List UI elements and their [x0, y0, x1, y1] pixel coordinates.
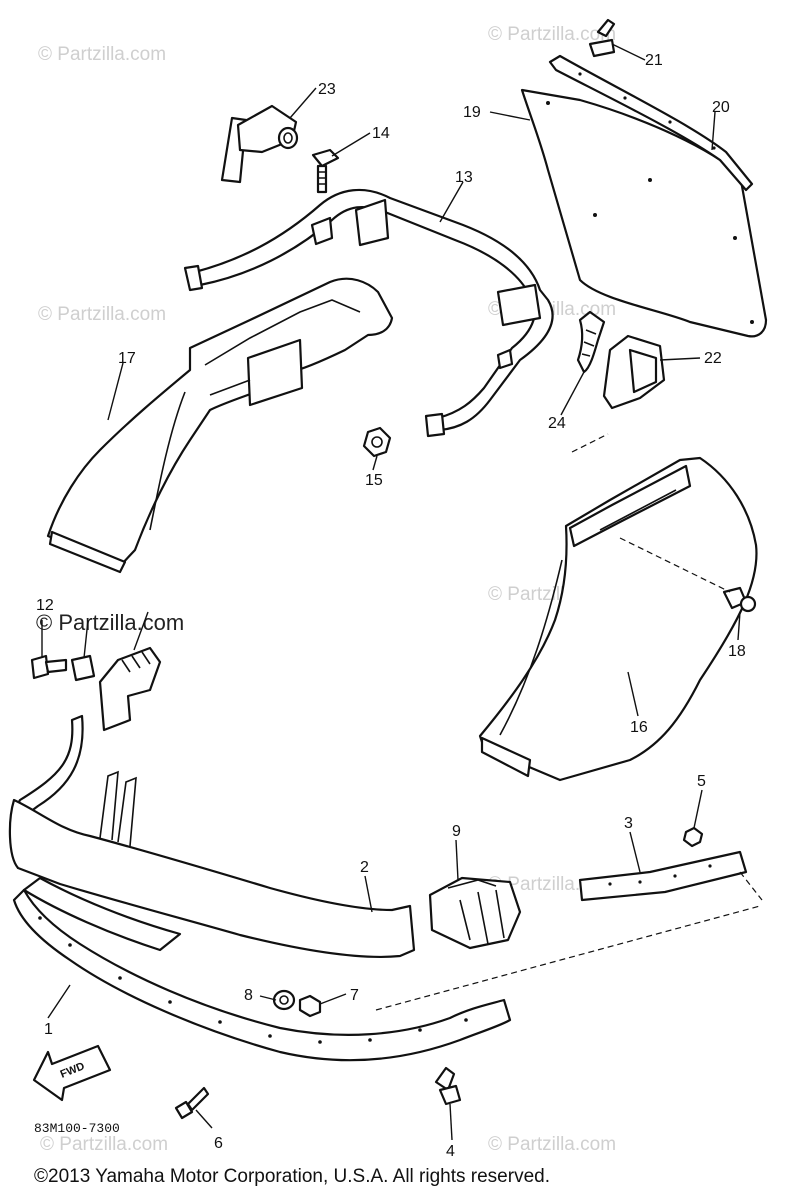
part-22-latch [602, 334, 666, 410]
callouts: 23 14 13 19 20 21 17 15 24 22 18 16 12 2… [36, 52, 746, 1160]
part-2-bumper-rail [8, 714, 416, 958]
part-24-clip [576, 310, 606, 374]
callout-7: 7 [350, 987, 359, 1004]
part-8-washer [272, 989, 296, 1011]
alignment-lines [375, 433, 763, 1011]
part-18-rivet [722, 586, 757, 613]
callout-15: 15 [365, 472, 383, 489]
part-21-screw [588, 18, 616, 58]
leader-lines [41, 43, 741, 1141]
callout-14: 14 [372, 125, 390, 142]
callout-5: 5 [697, 773, 706, 790]
callout-2: 2 [360, 859, 369, 876]
callout-18: 18 [728, 643, 746, 660]
callout-3: 3 [624, 815, 633, 832]
callout-20: 20 [712, 99, 730, 116]
part-14-bolt [311, 148, 340, 194]
callout-6: 6 [214, 1135, 223, 1152]
part-23-bracket [220, 104, 299, 184]
watermark: © Partzilla.com [38, 304, 166, 325]
callout-22: 22 [704, 350, 722, 367]
part-9-damper [428, 876, 522, 950]
callout-17: 17 [118, 350, 136, 367]
part-12-group [30, 646, 162, 732]
fwd-arrow: FWD [32, 1044, 112, 1102]
callout-23: 23 [318, 81, 336, 98]
callout-19: 19 [463, 104, 481, 121]
watermark-prominent: © Partzilla.com [36, 610, 184, 635]
watermark: © Partzilla.com [40, 1134, 168, 1155]
part-7-nut [298, 994, 322, 1018]
callout-9: 9 [452, 823, 461, 840]
watermark: © Partzilla.com [488, 1134, 616, 1155]
part-6-screw [174, 1086, 210, 1120]
part-13-frame [183, 188, 554, 438]
callout-8: 8 [244, 987, 253, 1004]
watermark: © Partzilla.com [488, 24, 616, 45]
watermark: © Partzilla.com [38, 44, 166, 65]
copyright-notice: ©2013 Yamaha Motor Corporation, U.S.A. A… [34, 1166, 550, 1187]
part-3-side-strip [578, 850, 748, 902]
part-16-side-cover [478, 456, 758, 782]
callout-12: 12 [36, 597, 54, 614]
callout-24: 24 [548, 415, 566, 432]
diagram-code: 83M100-7300 [34, 1121, 120, 1136]
part-19-plate [520, 88, 768, 338]
part-20-strip [548, 54, 754, 192]
callout-13: 13 [455, 169, 473, 186]
callout-4: 4 [446, 1143, 455, 1160]
callout-21: 21 [645, 52, 663, 69]
part-4-rivet [434, 1066, 462, 1106]
part-5-nut [682, 826, 704, 848]
callout-16: 16 [630, 719, 648, 736]
callout-1: 1 [44, 1021, 53, 1038]
part-15-nut [362, 426, 392, 458]
part-1-bumper-strip [12, 876, 512, 1062]
part-17-side-cover [46, 277, 394, 574]
